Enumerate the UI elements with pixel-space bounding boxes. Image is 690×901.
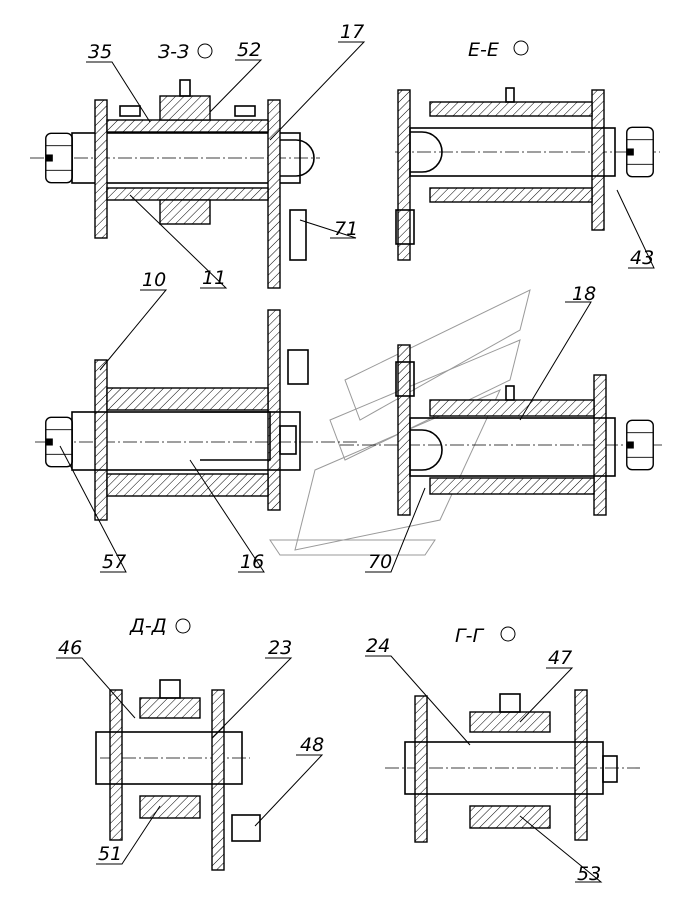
- view-middle-right: [340, 344, 665, 516]
- callout-43: 43: [630, 247, 654, 269]
- callout-47: 47: [548, 647, 572, 669]
- callout-51: 51: [98, 843, 122, 865]
- callout-17: 17: [340, 21, 364, 43]
- view-3-3: [30, 43, 320, 289]
- callout-24: 24: [366, 635, 390, 657]
- callout-23: 23: [268, 637, 292, 659]
- callout-11: 11: [202, 267, 226, 289]
- callout-52: 52: [237, 39, 261, 61]
- callout-71: 71: [334, 218, 358, 240]
- callout-70: 70: [368, 551, 392, 573]
- callout-18: 18: [572, 283, 596, 305]
- callout-35: 35: [88, 41, 112, 63]
- callout-16: 16: [240, 551, 264, 573]
- section-title-g-g: Г-Г: [455, 625, 484, 647]
- view-d-d: [95, 618, 261, 871]
- callout-46: 46: [58, 637, 82, 659]
- view-g-g: [385, 626, 640, 843]
- view-middle-left: [35, 309, 360, 521]
- section-title-3-3: З-З: [158, 41, 189, 63]
- view-e-e: [395, 40, 660, 261]
- leader-lines: [56, 41, 655, 883]
- callout-57: 57: [102, 551, 126, 573]
- callout-10: 10: [142, 269, 166, 291]
- callout-48: 48: [300, 734, 324, 756]
- callout-53: 53: [577, 863, 601, 885]
- section-title-e-e: Е-Е: [468, 39, 499, 61]
- section-title-d-d: Д-Д: [129, 615, 167, 637]
